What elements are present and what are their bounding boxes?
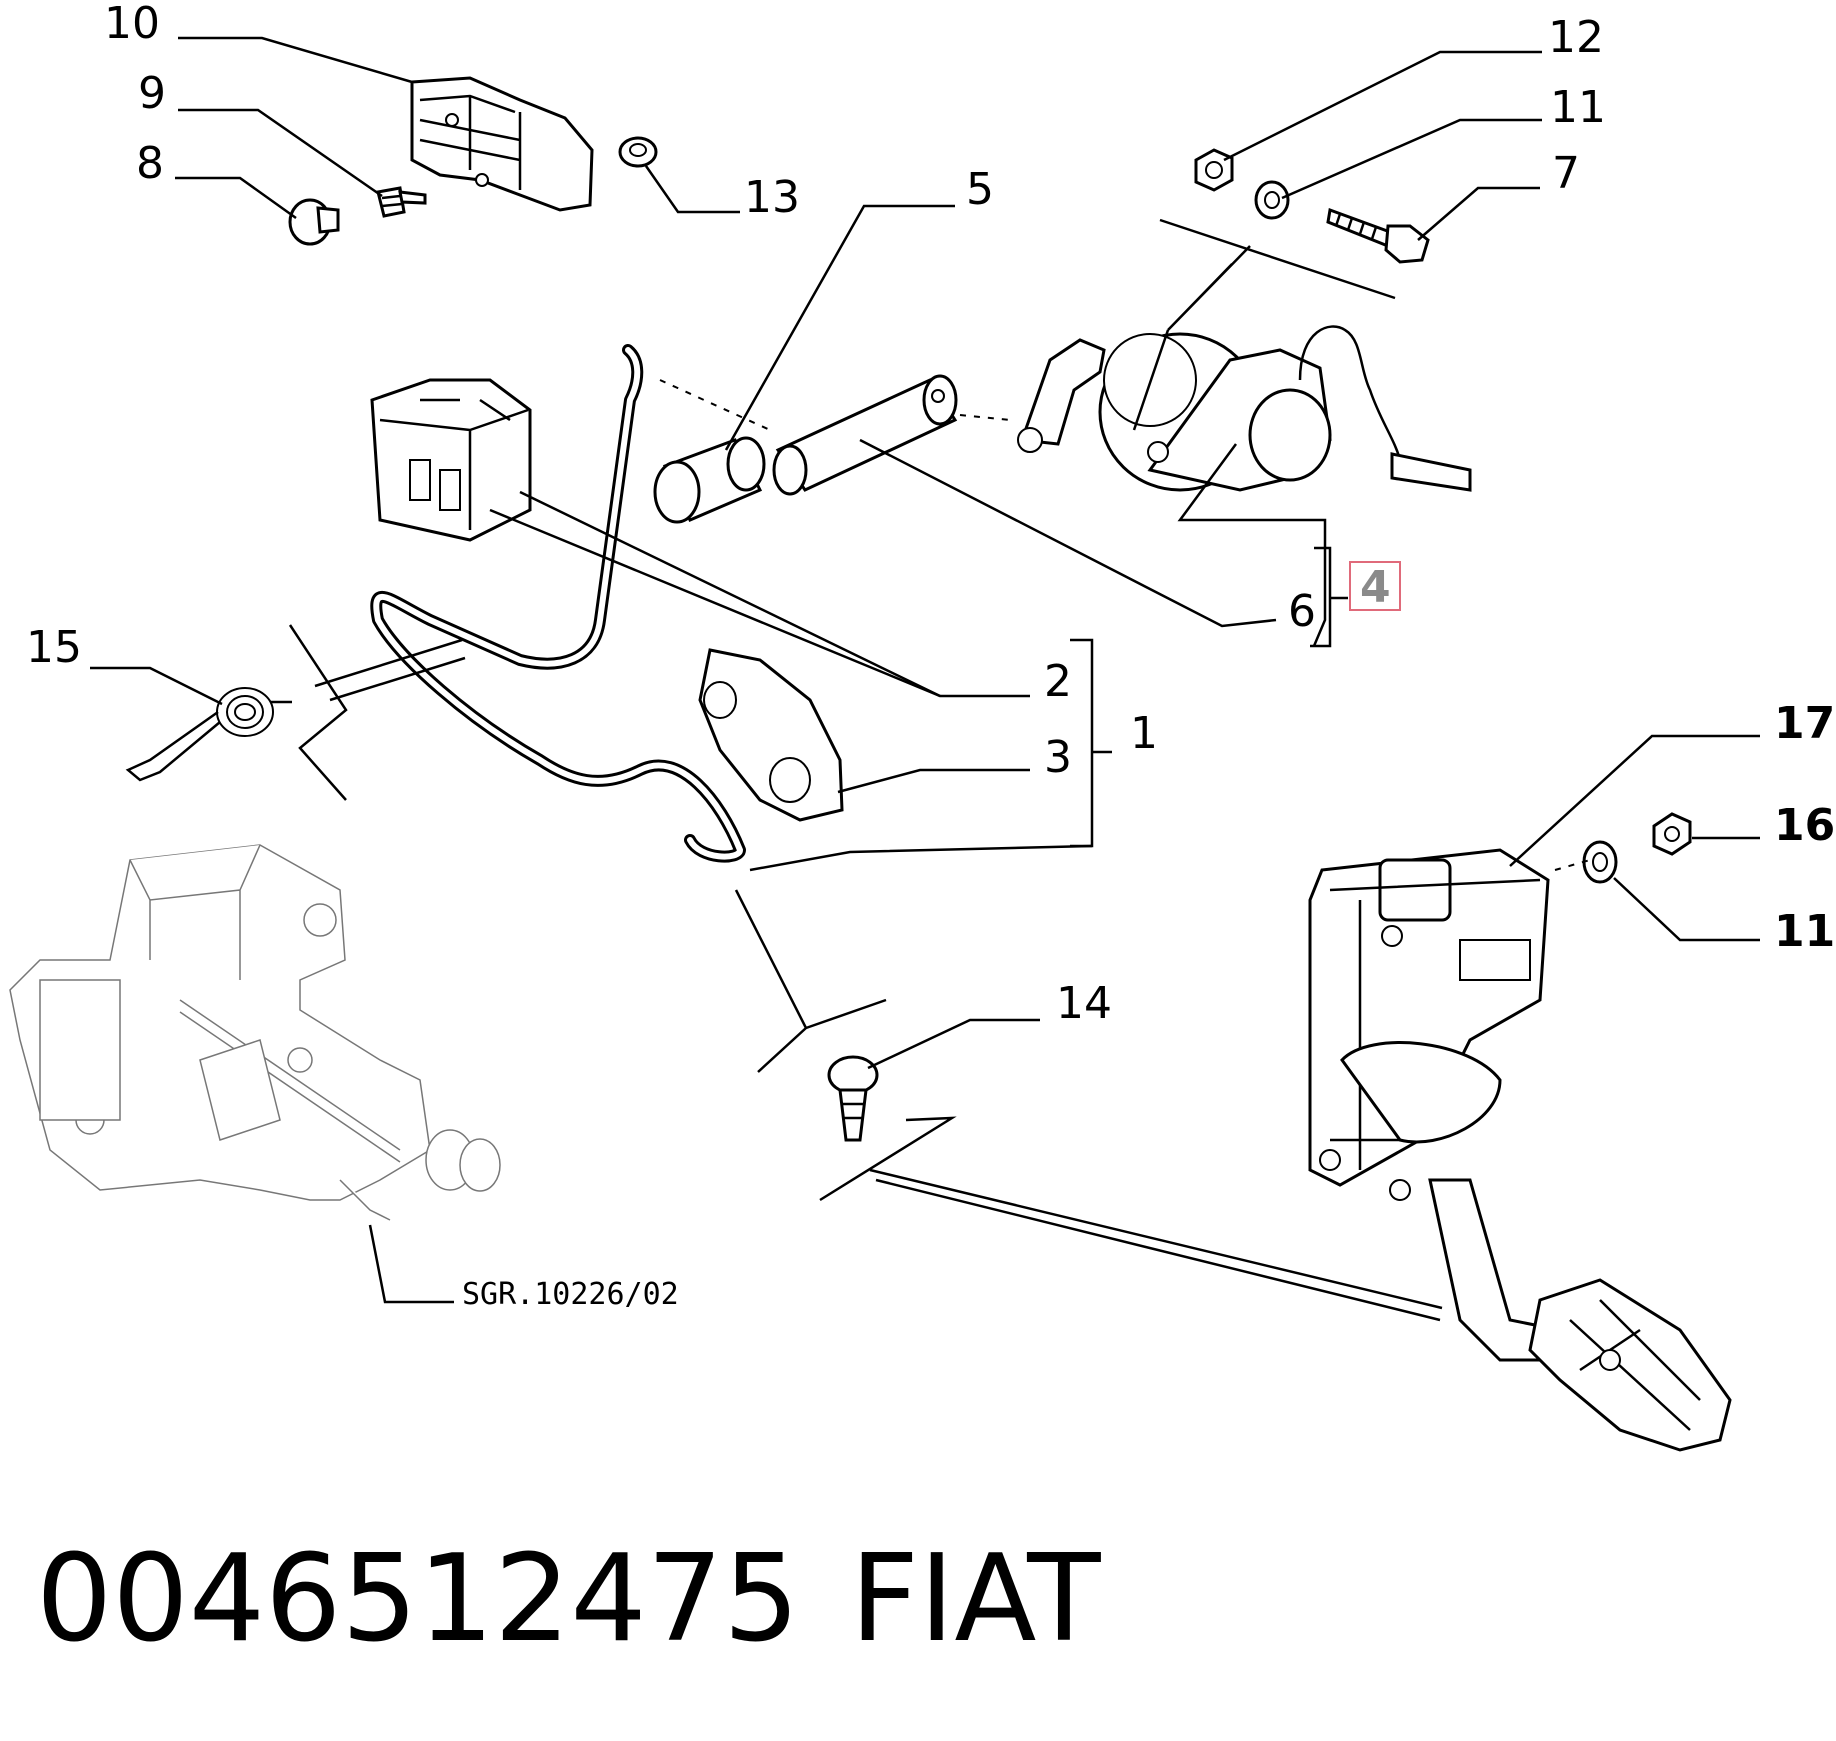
callout-17: 17 <box>1774 698 1835 749</box>
part-8-button <box>288 198 340 246</box>
part-11-washer-top <box>1254 180 1290 220</box>
part-7-bolt <box>1326 207 1430 264</box>
part-17-pedal-assembly <box>1308 848 1732 1452</box>
callout-1: 1 <box>1130 708 1158 759</box>
part-13-nut <box>618 136 658 168</box>
part-12-nut <box>1194 148 1234 192</box>
callout-15: 15 <box>26 622 82 673</box>
callout-12: 12 <box>1548 12 1604 63</box>
part-2-switch <box>370 378 532 542</box>
part-16-nut <box>1652 812 1692 856</box>
callout-13: 13 <box>744 172 800 223</box>
callout-8: 8 <box>136 138 164 189</box>
assembly-indicator-lines <box>288 379 1591 1322</box>
callout-6: 6 <box>1288 586 1316 637</box>
part-10-bracket <box>410 76 594 212</box>
injection-pump-illustration <box>9 844 501 1221</box>
callout-5: 5 <box>966 164 994 215</box>
callout-labels: 10 9 8 13 5 12 11 7 6 4 2 3 1 15 14 17 1… <box>26 0 1835 1029</box>
callout-14: 14 <box>1056 978 1112 1029</box>
part-6-sensor <box>1017 325 1472 492</box>
part-11-washer-bottom <box>1582 840 1618 884</box>
part-1-rod <box>370 344 746 863</box>
callout-7: 7 <box>1552 148 1580 199</box>
callout-10: 10 <box>104 0 160 49</box>
part-14-clip <box>827 1055 879 1142</box>
callout-3: 3 <box>1044 732 1072 783</box>
caption-part-number: 0046512475 <box>36 1530 799 1669</box>
callout-11-top: 11 <box>1550 82 1606 133</box>
leader-lines <box>90 36 1760 1304</box>
callout-4-highlighted: 4 <box>1349 561 1401 613</box>
callout-11-bottom: 11 <box>1774 906 1835 957</box>
callout-9: 9 <box>138 68 166 119</box>
callout-2: 2 <box>1044 656 1072 707</box>
callout-16: 16 <box>1774 800 1835 851</box>
caption-brand: FIAT <box>850 1530 1101 1669</box>
part-15-spring <box>125 687 292 782</box>
callout-4: 4 <box>1360 562 1391 613</box>
part-5-cylinder <box>653 436 766 524</box>
reference-code: SGR.10226/02 <box>462 1277 679 1312</box>
part-3-lever <box>698 648 844 822</box>
part-9-bolt <box>376 186 427 218</box>
shaft-pin <box>772 374 958 496</box>
